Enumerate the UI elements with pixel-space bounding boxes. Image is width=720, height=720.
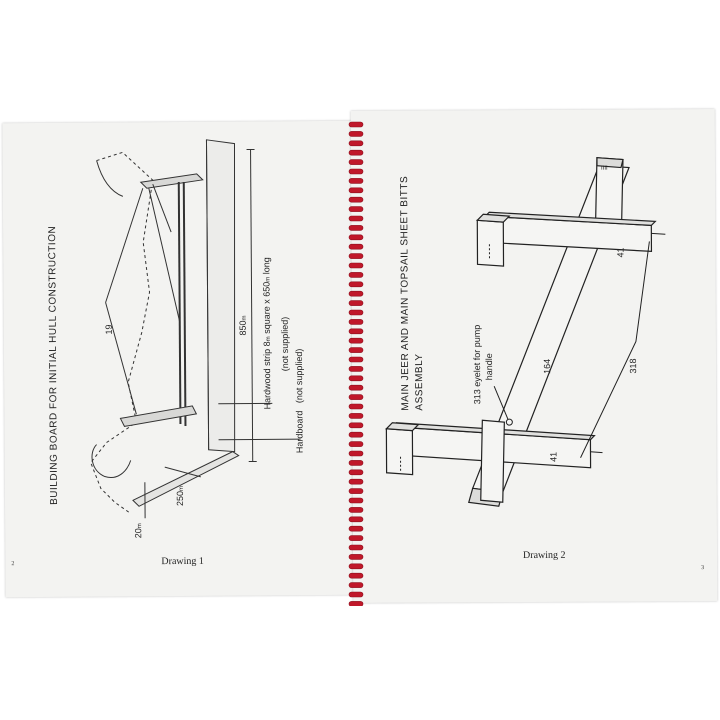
spiral-coil [348, 488, 364, 494]
page-number-right: 3 [701, 565, 705, 572]
spiral-coil [348, 507, 364, 513]
spiral-coil [348, 601, 364, 606]
spiral-coil [348, 131, 364, 137]
dim-850-label: 850m [237, 315, 248, 336]
dim-19-label: 19 [103, 324, 114, 335]
spiral-coil [348, 178, 364, 184]
spiral-coil [348, 450, 364, 457]
spiral-coil [348, 196, 364, 203]
dim-41-bottom-label: 41 [548, 451, 559, 462]
spiral-coil [348, 478, 364, 485]
spiral-coil [348, 272, 364, 278]
spiral-coil [348, 441, 364, 447]
eyelet-label: 313 eyelet for pump [471, 324, 483, 405]
spiral-coil [348, 281, 364, 288]
hardwood-note: (not supplied) [279, 316, 291, 372]
spiral-coil [348, 384, 364, 391]
hardboard-label: Hardboard (not supplied) [293, 348, 305, 454]
spiral-coil [348, 168, 364, 175]
spiral-coil [348, 243, 364, 250]
spiral-coil [348, 460, 364, 466]
spiral-coil [348, 215, 364, 222]
drawing-1-title: BUILDING BOARD FOR INITIAL HULL CONSTRUC… [47, 225, 61, 505]
spiral-coil [348, 290, 364, 297]
spiral-coil [348, 572, 364, 579]
hardwood-label: Hardwood strip 8m square x 650m long [261, 257, 273, 410]
drawing-2-title-line2: ASSEMBLY [413, 353, 426, 411]
spiral-binding [348, 121, 364, 606]
spiral-coil [348, 159, 364, 165]
spiral-coil [348, 403, 364, 410]
spiral-coil [348, 328, 364, 335]
spiral-coil [348, 497, 364, 504]
spiral-coil [348, 319, 364, 325]
drawing-2-illustration: IIII [385, 157, 666, 507]
spiral-coil [348, 225, 364, 231]
spiral-coil [348, 582, 364, 588]
drawing-2-title: MAIN JEER AND MAIN TOPSAIL SHEET BITTS [399, 175, 412, 411]
spiral-coil [348, 535, 364, 541]
dim-41-top-label: 41 [615, 247, 626, 258]
spiral-coil [348, 356, 364, 363]
spiral-coil [348, 375, 364, 382]
spiral-coil [348, 544, 364, 551]
dim-20-label: 20m [133, 523, 144, 539]
dim-318-label: 318 [628, 358, 639, 374]
spiral-coil [348, 121, 364, 128]
spiral-coil [348, 262, 364, 269]
spiral-coil [348, 525, 364, 532]
dim-164-label: 164 [542, 358, 553, 374]
spiral-coil [348, 309, 364, 316]
right-page: IIII MAIN JEER AND MAIN TOPSAIL SHEET BI… [350, 109, 718, 603]
spiral-coil [348, 422, 364, 429]
spiral-coil [348, 413, 364, 419]
spiral-coil [348, 337, 364, 344]
drawing-1-caption: Drawing 1 [161, 555, 204, 568]
spiral-coil [348, 206, 364, 212]
spiral-coil [348, 591, 364, 598]
spiral-coil [348, 431, 364, 438]
drawing-2-caption: Drawing 2 [523, 549, 566, 562]
spiral-coil [348, 140, 364, 147]
left-page: BUILDING BOARD FOR INITIAL HULL CONSTRUC… [2, 120, 358, 598]
spiral-coil [348, 347, 364, 353]
spiral-coil [348, 149, 364, 156]
eyelet-label-line2: handle [483, 353, 495, 381]
page-number-left: 2 [11, 561, 15, 568]
spiral-coil [348, 253, 364, 259]
spiral-coil [348, 469, 364, 476]
spiral-coil [348, 516, 364, 523]
drawing-1-illustration [90, 139, 301, 519]
spiral-coil [348, 554, 364, 560]
spiral-coil [348, 394, 364, 400]
dim-250-label: 250m [174, 485, 186, 507]
spiral-coil [348, 563, 364, 570]
spiral-coil [348, 366, 364, 372]
spiral-coil [348, 234, 364, 241]
spiral-coil [348, 300, 364, 306]
spiral-coil [348, 187, 364, 194]
svg-text:IIII: IIII [601, 166, 608, 172]
